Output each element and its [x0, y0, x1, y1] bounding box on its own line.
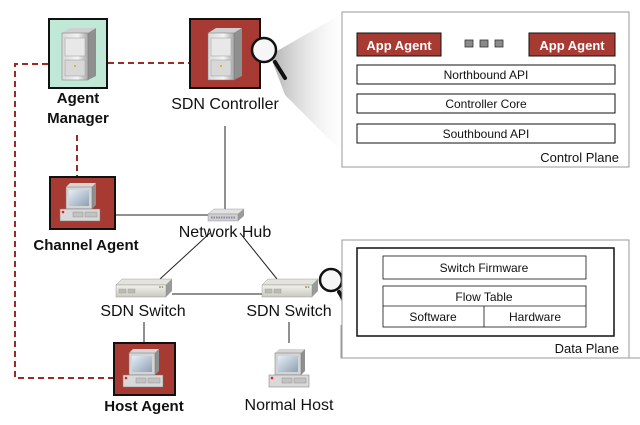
network-hub-label: Network Hub [179, 224, 272, 241]
control-plane-title: Control Plane [540, 150, 619, 165]
northbound-api-layer: Northbound API [356, 64, 616, 85]
northbound-api-label: Northbound API [444, 68, 529, 82]
hub-to-right-switch-link [239, 232, 278, 280]
control-plane-zoom-beam [270, 12, 345, 155]
app-agent-2-label: App Agent [539, 38, 605, 53]
desktop-computer-icon [268, 349, 310, 388]
sdn-controller-node[interactable]: SDN Controller [171, 18, 279, 113]
controller-core-label: Controller Core [445, 97, 527, 111]
sdn-controller-label: SDN Controller [171, 96, 279, 113]
flow-table-hardware-label: Hardware [509, 310, 561, 324]
host-agent-node[interactable]: Host Agent [104, 342, 184, 415]
flow-table-label: Flow Table [455, 290, 512, 304]
app-agent-1-label: App Agent [366, 38, 432, 53]
switch-icon [261, 278, 319, 298]
control-plane-panel: App Agent App Agent Northbound API Contr… [341, 11, 630, 168]
magnifier-icon[interactable] [250, 36, 287, 80]
app-agent-2[interactable]: App Agent [528, 32, 616, 57]
channel-agent-node[interactable]: Channel Agent [33, 176, 139, 254]
desktop-computer-icon [59, 183, 101, 222]
server-tower-icon [61, 28, 96, 81]
sdn-switch-left-node[interactable]: SDN Switch [100, 278, 186, 320]
sdn-switch-right-node[interactable]: SDN Switch [246, 278, 332, 320]
data-plane-panel: Switch Firmware Flow Table Software Hard… [341, 239, 630, 359]
ellipsis-squares-icon [464, 39, 504, 48]
switch-firmware-layer: Switch Firmware [382, 255, 587, 280]
channel-agent-label: Channel Agent [33, 237, 138, 254]
network-links [115, 126, 290, 343]
sdn-switch-right-label: SDN Switch [246, 303, 331, 320]
data-plane-title: Data Plane [555, 341, 619, 356]
hub-icon [207, 208, 245, 222]
switch-firmware-label: Switch Firmware [440, 261, 529, 275]
controller-core-layer: Controller Core [356, 93, 616, 114]
app-agent-1[interactable]: App Agent [356, 32, 442, 57]
hub-to-left-switch-link [159, 232, 211, 280]
southbound-api-layer: Southbound API [356, 123, 616, 144]
agent-manager-label-line1: Agent [57, 90, 100, 107]
agent-manager-node[interactable]: Agent Manager [47, 18, 109, 127]
normal-host-node[interactable]: Normal Host [245, 349, 334, 414]
normal-host-label: Normal Host [245, 397, 334, 414]
network-hub-node[interactable]: Network Hub [179, 208, 272, 241]
host-agent-label: Host Agent [104, 398, 183, 415]
management-links [14, 62, 190, 379]
sdn-switch-left-label: SDN Switch [100, 303, 185, 320]
southbound-api-label: Southbound API [443, 127, 530, 141]
desktop-computer-icon [122, 349, 164, 388]
manager-to-host-agent-link [14, 63, 114, 379]
flow-table: Flow Table Software Hardware [382, 285, 587, 328]
agent-manager-label-line2: Manager [47, 110, 109, 127]
server-tower-icon [207, 28, 242, 81]
switch-icon [115, 278, 173, 298]
flow-table-software-label: Software [409, 310, 457, 324]
